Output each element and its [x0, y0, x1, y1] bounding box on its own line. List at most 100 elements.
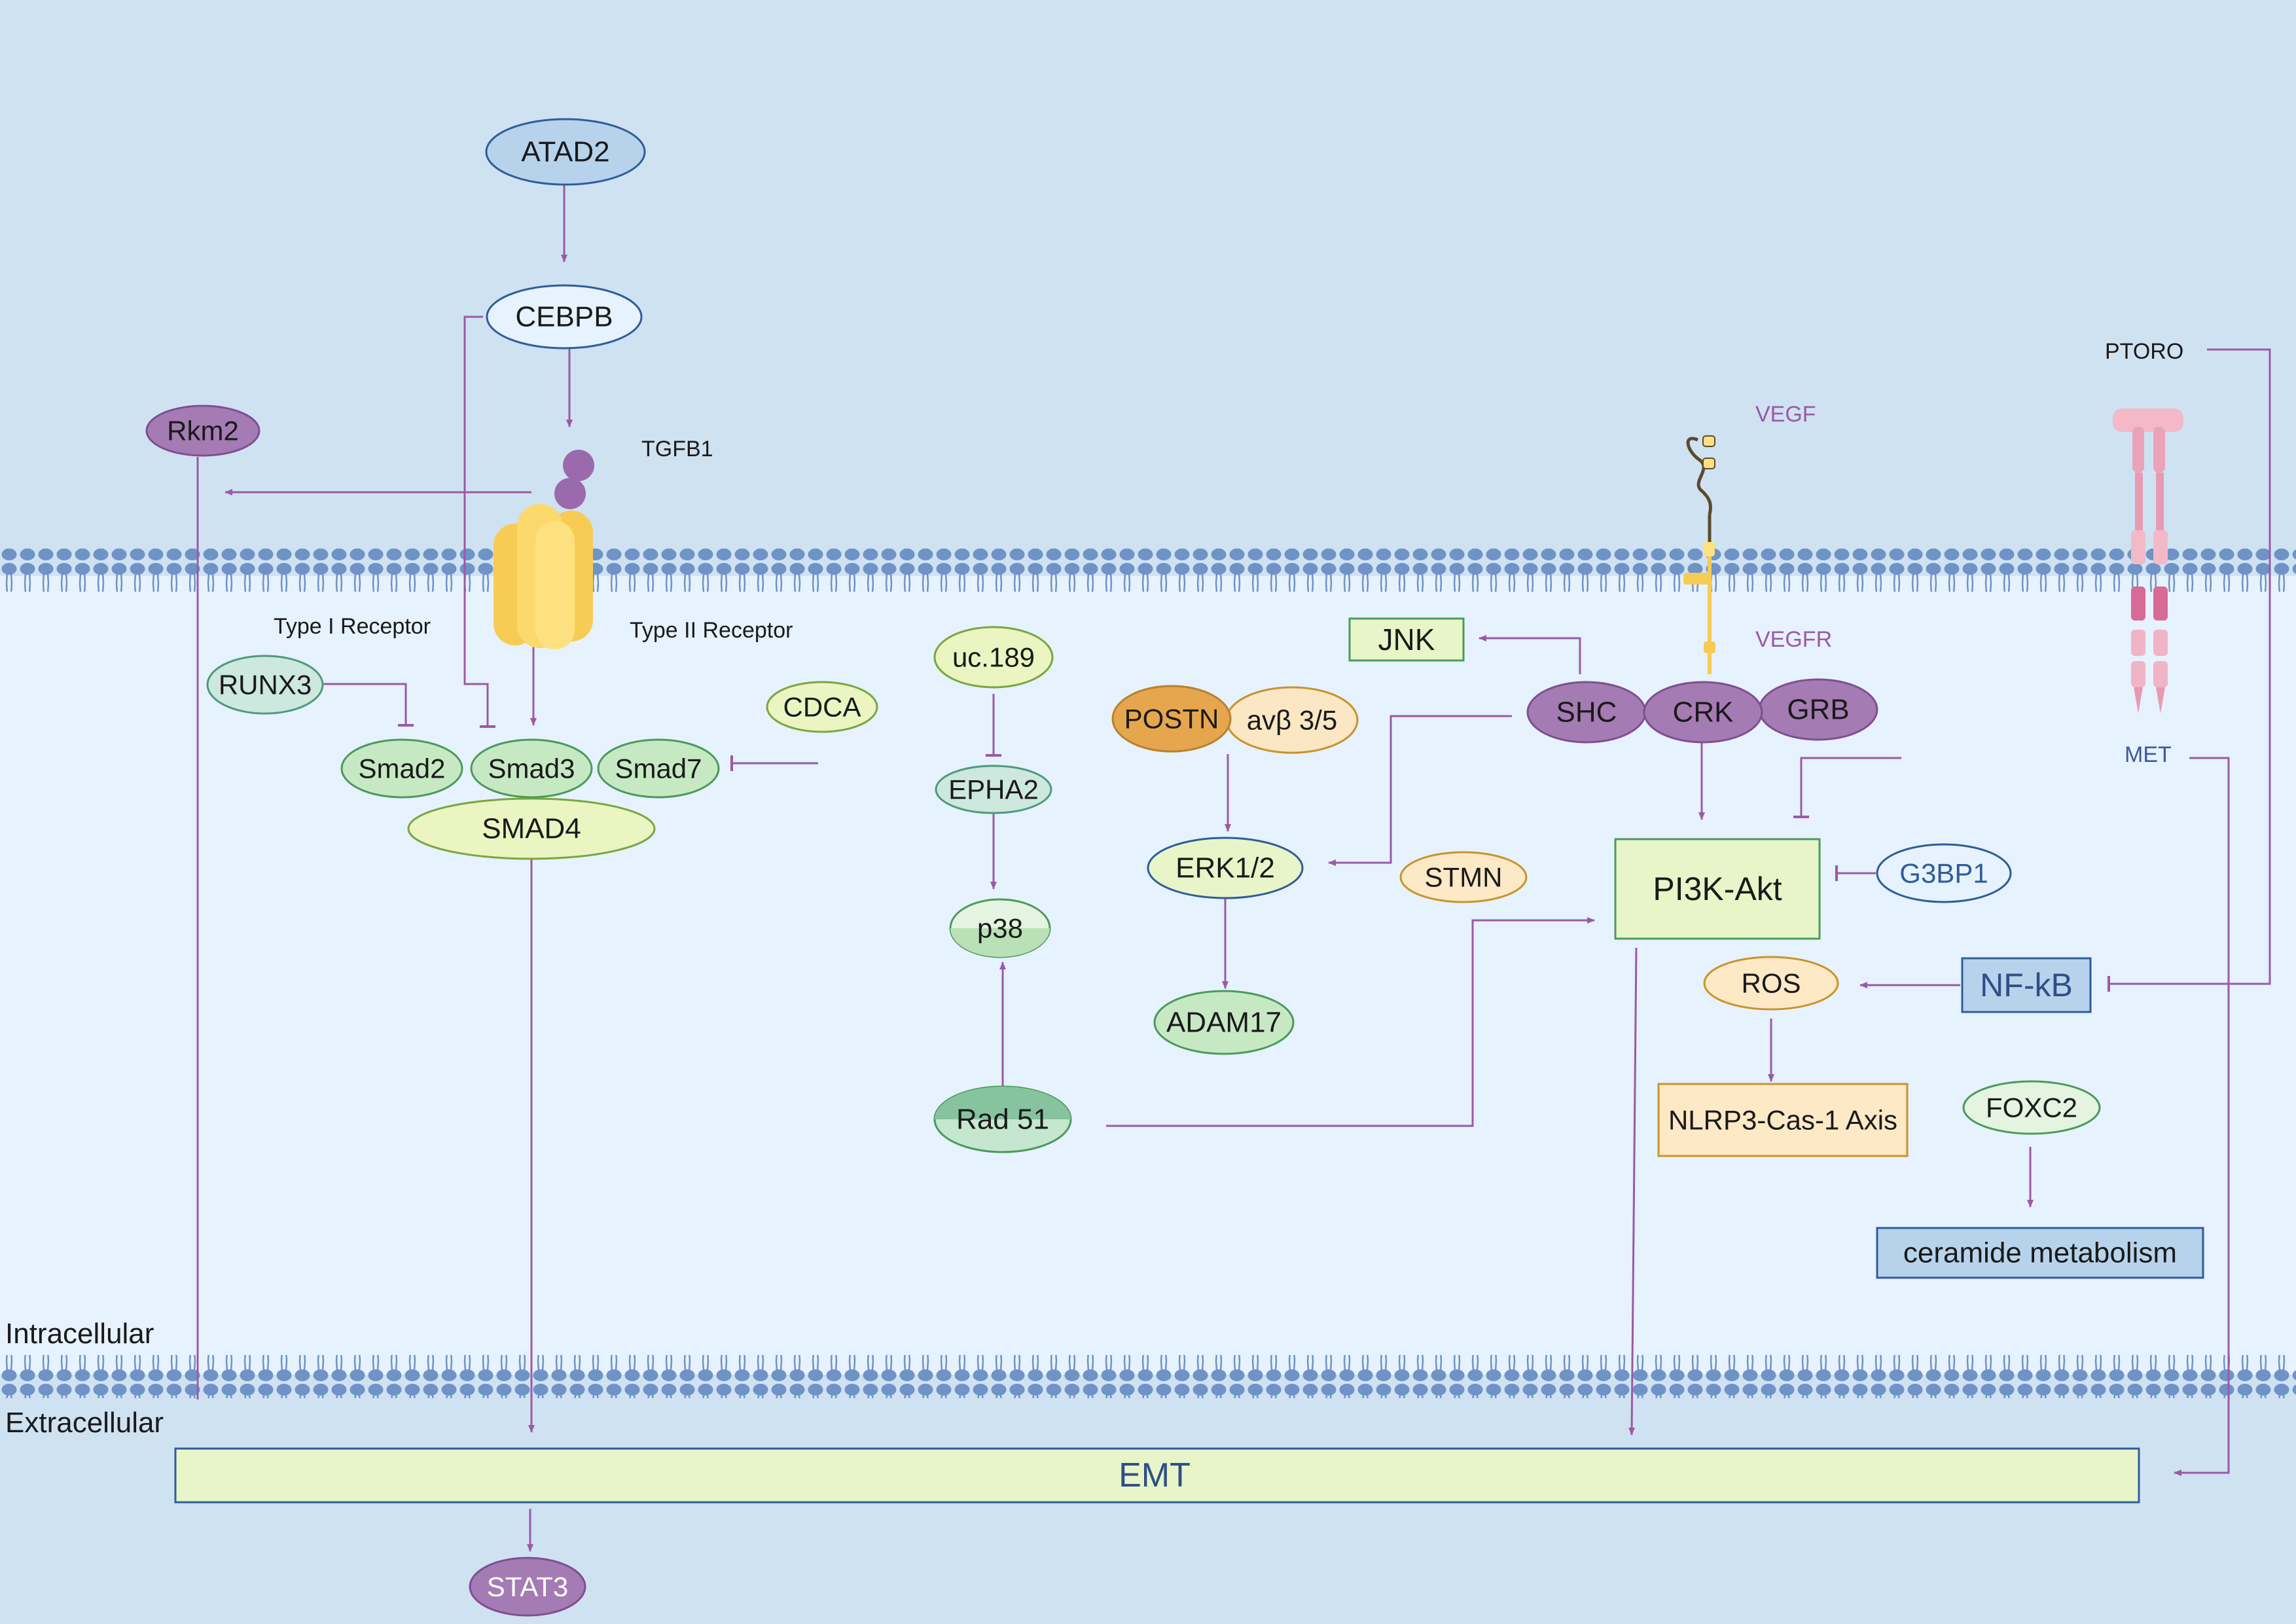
node-ceramide[interactable]: ceramide metabolism: [1876, 1227, 2204, 1279]
nfkb-label: NF-kB: [1980, 967, 2073, 1003]
vegf-domain-2: [1702, 458, 1715, 469]
atad2-label: ATAD2: [521, 136, 609, 168]
ceramide-label: ceramide metabolism: [1903, 1237, 2177, 1269]
jnk-label: JNK: [1378, 623, 1435, 657]
node-rkm2[interactable]: Rkm2: [145, 405, 260, 457]
nlrp3-label: NLRP3-Cas-1 Axis: [1668, 1105, 1897, 1136]
met-tail-left-a: [2131, 630, 2145, 656]
node-smad3[interactable]: Smad3: [470, 738, 593, 799]
vegfr-receptor: [1683, 435, 1715, 674]
met-tail-left-b: [2131, 661, 2145, 687]
vegfr-domain-3: [1704, 641, 1715, 653]
edge-pi3kakt-emt: [1628, 947, 1638, 1435]
p38-label: p38: [977, 913, 1023, 944]
met-tip-right: [2156, 687, 2165, 713]
rad51-label: Rad 51: [956, 1104, 1049, 1136]
pi3kakt-label: PI3K-Akt: [1653, 871, 1782, 907]
cdca-label: CDCA: [783, 692, 861, 723]
node-smad7[interactable]: Smad7: [597, 738, 720, 799]
connectors: [196, 185, 2271, 1552]
node-runx3[interactable]: RUNX3: [206, 655, 324, 715]
smad2-label: Smad2: [358, 753, 445, 784]
vegfr-domain-2: [1683, 573, 1710, 585]
node-nfkb[interactable]: NF-kB: [1961, 957, 2092, 1013]
node-rad51[interactable]: Rad 51: [933, 1085, 1072, 1153]
node-g3bp1[interactable]: G3BP1: [1876, 843, 2012, 903]
edge-ptoro-nfkb-inhibit: [2108, 348, 2271, 992]
met-tip-left: [2134, 687, 2143, 713]
node-stat3[interactable]: STAT3: [469, 1557, 586, 1617]
node-grb[interactable]: GRB: [1758, 678, 1878, 741]
shc-label: SHC: [1556, 696, 1617, 729]
ros-label: ROS: [1741, 968, 1801, 999]
tgfb-receptor-complex: [493, 450, 594, 649]
node-shc[interactable]: SHC: [1526, 681, 1647, 744]
smad7-label: Smad7: [615, 753, 702, 784]
grb-label: GRB: [1787, 694, 1849, 726]
edge-cebpb-smad3-inhibit: [463, 316, 495, 728]
node-pi3kakt[interactable]: PI3K-Akt: [1614, 838, 1821, 940]
runx3-label: RUNX3: [219, 670, 312, 700]
vegfr-domain-1: [1703, 542, 1715, 556]
stat3-label: STAT3: [487, 1572, 568, 1602]
node-jnk[interactable]: JNK: [1348, 617, 1465, 662]
node-cdca[interactable]: CDCA: [766, 681, 878, 733]
node-atad2[interactable]: ATAD2: [485, 118, 646, 186]
edge-shc-erk: [1328, 715, 1512, 866]
node-foxc2[interactable]: FOXC2: [1962, 1080, 2101, 1135]
cebpb-label: CEBPB: [515, 301, 613, 333]
type2-receptor-label: Type II Receptor: [630, 618, 793, 643]
node-avb35[interactable]: avβ 3/5: [1225, 686, 1359, 754]
met-tm-right: [2153, 530, 2168, 564]
crk-label: CRK: [1673, 696, 1734, 729]
intracellular-label: Intracellular: [5, 1318, 154, 1350]
tgfb1-ligand-bottom: [554, 478, 586, 509]
node-postn[interactable]: POSTN: [1111, 685, 1232, 753]
receptor-front: [535, 521, 575, 649]
tgfb1-ligand-top: [563, 450, 594, 481]
node-nlrp3[interactable]: NLRP3-Cas-1 Axis: [1657, 1083, 1909, 1157]
met-kinase-right: [2153, 586, 2168, 621]
node-adam17[interactable]: ADAM17: [1153, 990, 1295, 1055]
node-crk[interactable]: CRK: [1643, 681, 1763, 744]
node-ros[interactable]: ROS: [1703, 956, 1839, 1011]
node-p38[interactable]: p38: [949, 898, 1051, 958]
met-tail-right-a: [2153, 630, 2168, 656]
stmn-label: STMN: [1425, 862, 1503, 893]
smad3-label: Smad3: [488, 753, 575, 784]
node-cebpb[interactable]: CEBPB: [486, 284, 643, 350]
vegf-ligand-strand: [1686, 437, 1712, 515]
g3bp1-label: G3BP1: [1899, 858, 1988, 889]
edge-grb-pi3kakt-inhibit: [1793, 757, 1901, 818]
rkm2-label: Rkm2: [167, 416, 239, 446]
plasma-membrane-top: [0, 549, 2296, 592]
node-stmn[interactable]: STMN: [1399, 851, 1528, 903]
uc189-label: uc.189: [952, 642, 1035, 673]
met-ectodomain-top: [2113, 408, 2183, 432]
vegf-domain-1: [1702, 435, 1715, 447]
node-smad4[interactable]: SMAD4: [407, 797, 656, 860]
extracellular-label: Extracellular: [5, 1407, 164, 1439]
met-chain-right-b: [2156, 473, 2164, 532]
node-uc189[interactable]: uc.189: [933, 626, 1054, 689]
node-smad2[interactable]: Smad2: [340, 738, 463, 799]
node-erk12[interactable]: ERK1/2: [1147, 837, 1304, 899]
met-chain-left-a: [2132, 427, 2144, 473]
node-epha2[interactable]: EPHA2: [935, 765, 1052, 814]
met-kinase-left: [2131, 586, 2145, 621]
edge-rad51-pi3kakt: [1106, 917, 1595, 1127]
met-receptor: [2113, 408, 2183, 713]
avb35-label: avβ 3/5: [1247, 705, 1338, 736]
ptoro-label: PTORO: [2105, 339, 2183, 364]
smad4-label: SMAD4: [482, 813, 581, 845]
tgfb1-label: TGFB1: [641, 437, 713, 461]
met-tm-left: [2131, 530, 2145, 564]
edge-met-emt: [2174, 757, 2230, 1476]
met-tail-right-b: [2153, 661, 2168, 687]
node-emt[interactable]: EMT: [174, 1447, 2140, 1504]
epha2-label: EPHA2: [948, 774, 1039, 805]
adam17-label: ADAM17: [1166, 1007, 1282, 1039]
emt-label: EMT: [1119, 1456, 1191, 1494]
